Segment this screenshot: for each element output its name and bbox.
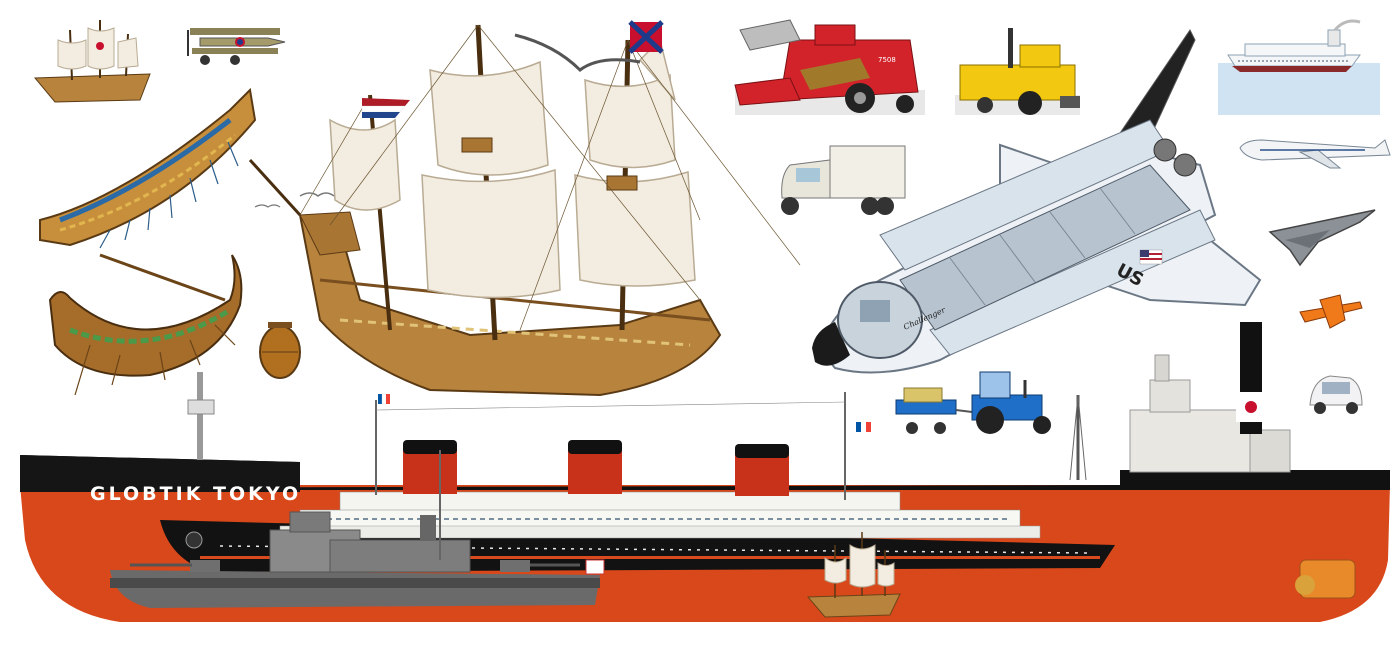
french-flag-icon: [856, 422, 871, 432]
viking-longship: [48, 253, 243, 396]
tanker-propeller: [1295, 575, 1315, 595]
battleship: [110, 450, 605, 608]
liner-funnels: [403, 440, 789, 496]
battleship-hull: [110, 570, 600, 608]
trireme: [39, 87, 257, 249]
roundel-icon: [235, 37, 245, 47]
japan-flag-icon: [1245, 401, 1257, 413]
cruise-ship-photo: [1218, 15, 1380, 115]
galleon-hull: [298, 213, 722, 397]
dutch-flag-icon: [361, 98, 410, 118]
jumbo-jet: [1239, 139, 1391, 169]
battleship-turrets: [130, 560, 580, 572]
combine-number: 7508: [878, 56, 896, 64]
diving-bell: [259, 322, 301, 379]
us-flag-icon: [1139, 249, 1163, 265]
mast-flag-icon: [628, 20, 664, 54]
seagull-icon: [514, 33, 641, 72]
three-wheel-truck: [781, 145, 906, 215]
tanker-bridge: [1129, 409, 1251, 473]
seagull-icon: [254, 204, 281, 208]
combine-harvester: 7508: [734, 19, 925, 115]
road-paver: [955, 28, 1080, 115]
seagull-icon: [299, 192, 335, 197]
rocket-plane: [1299, 294, 1363, 329]
white-ensign-flag-icon: [585, 559, 605, 575]
fighter-jet: [1268, 209, 1376, 267]
french-flag-icon: [378, 393, 390, 405]
space-shuttle-cutaway: US Challenger: [812, 29, 1262, 374]
galleon-sails: [329, 38, 696, 299]
caravel: [33, 20, 151, 103]
tanker-name: GLOBTIK TOKYO: [90, 483, 301, 505]
biplane: [187, 28, 286, 65]
galleon: [248, 20, 801, 397]
small-galleon: [806, 532, 901, 618]
tractor-with-trailer: [895, 371, 1051, 434]
smart-car: [1309, 375, 1363, 414]
